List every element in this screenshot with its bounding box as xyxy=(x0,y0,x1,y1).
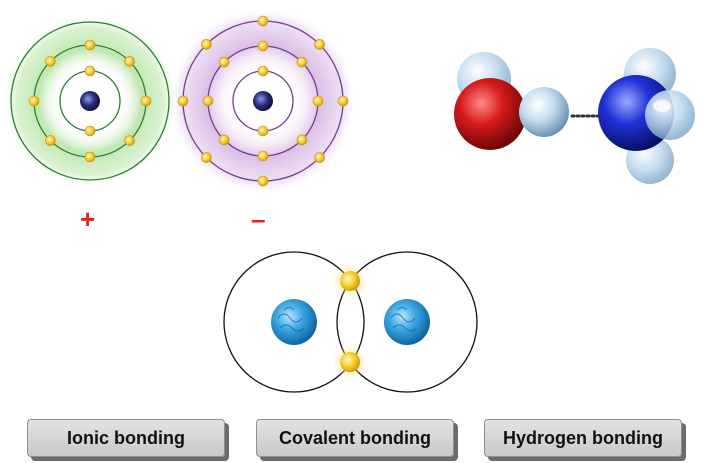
electron xyxy=(257,175,269,187)
electron xyxy=(124,56,135,67)
electron xyxy=(314,39,325,50)
electron xyxy=(296,134,308,146)
cation-shell-outer xyxy=(10,21,170,181)
covalent-shell-left xyxy=(223,251,365,393)
nucleus-left-texture xyxy=(277,306,305,332)
electron xyxy=(337,95,349,107)
anion-nucleus xyxy=(253,91,273,111)
oxygen-atom xyxy=(454,78,526,150)
hydrogen-bond-molecules xyxy=(454,48,695,184)
ammonia-hydrogen-highlight xyxy=(653,100,671,112)
covalent-bonding-button[interactable]: Covalent bonding xyxy=(256,419,454,457)
electron xyxy=(84,65,96,77)
water-hydrogen-right xyxy=(519,87,569,137)
electron xyxy=(314,152,325,163)
shared-electron-top xyxy=(340,271,360,291)
electron xyxy=(140,95,152,107)
electron xyxy=(257,65,269,77)
electron xyxy=(257,150,269,162)
nucleus-right-texture xyxy=(390,306,418,332)
covalent-diagram xyxy=(223,251,478,393)
electron xyxy=(45,135,56,146)
cation-charge-sign: + xyxy=(80,204,96,234)
cation-electrons xyxy=(28,39,152,163)
electron xyxy=(124,135,135,146)
electron xyxy=(45,56,56,67)
ionic-bonding-button[interactable]: Ionic bonding xyxy=(27,419,225,457)
electron xyxy=(201,152,212,163)
electron xyxy=(257,40,269,52)
electron xyxy=(84,39,96,51)
electron xyxy=(312,95,324,107)
cation-atom xyxy=(4,15,176,187)
shared-electron-bottom xyxy=(340,352,360,372)
electron xyxy=(201,39,212,50)
electron xyxy=(177,95,189,107)
electron xyxy=(28,95,40,107)
anion-atom xyxy=(171,9,355,193)
electron xyxy=(257,15,269,27)
electron xyxy=(218,134,230,146)
cation-nucleus xyxy=(80,91,100,111)
anion-charge-sign: – xyxy=(251,204,266,234)
anion-electrons xyxy=(177,15,349,187)
electron xyxy=(202,95,214,107)
covalent-shell-right xyxy=(336,251,478,393)
electron xyxy=(84,151,96,163)
electron xyxy=(296,56,308,68)
electron xyxy=(218,56,230,68)
ammonia-hydrogen-front xyxy=(645,90,695,140)
electron xyxy=(257,125,269,137)
electron xyxy=(84,125,96,137)
hydrogen-bonding-button[interactable]: Hydrogen bonding xyxy=(484,419,682,457)
